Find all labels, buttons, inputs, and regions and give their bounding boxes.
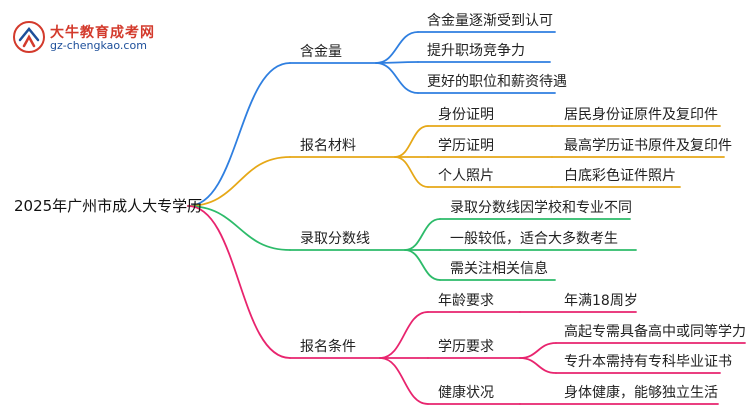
branch-baoming-tiaojian: 报名条件 <box>300 339 356 355</box>
leaf-hanjinliang-1: 含金量逐渐受到认可 <box>427 13 553 29</box>
connector-xueli-detail-2 <box>519 357 557 374</box>
connector-xueli-detail-1 <box>519 342 557 359</box>
connector-root-branch-1 <box>187 62 291 207</box>
detail-xueli-zhengming: 最高学历证书原件及复印件 <box>564 138 732 154</box>
connector-luqu-1 <box>404 218 441 251</box>
logo-url: gz-chengkao.com <box>50 39 147 52</box>
leaf-luqu-3: 需关注相关信息 <box>450 261 548 277</box>
connector-root-branch-4 <box>187 205 291 359</box>
connector-luqu-3 <box>404 249 441 281</box>
leaf-xueli-yaoqiu: 学历要求 <box>438 339 494 355</box>
branch-baoming-cailiao: 报名材料 <box>300 138 356 154</box>
connector-hanjinliang-1 <box>375 31 419 64</box>
connector-tiaojian-1 <box>379 311 429 359</box>
detail-xueli-zhuanshengben: 专升本需持有专科毕业证书 <box>564 354 732 370</box>
logo-mark-icon <box>13 21 45 53</box>
detail-nianling: 年满18周岁 <box>564 293 638 309</box>
connector-root-branch-2 <box>187 156 291 207</box>
leaf-luqu-2: 一般较低，适合大多数考生 <box>450 231 618 247</box>
leaf-xueli-zhengming: 学历证明 <box>438 138 494 154</box>
connector-cailiao-1 <box>394 125 429 158</box>
connector-hanjinliang-3 <box>375 62 419 94</box>
branch-hanjinliang: 含金量 <box>300 44 342 60</box>
leaf-luqu-1: 录取分数线因学校和专业不同 <box>450 200 632 216</box>
leaf-nianling-yaoqiu: 年龄要求 <box>438 293 494 309</box>
leaf-hanjinliang-3: 更好的职位和薪资待遇 <box>427 74 567 90</box>
leaf-geren-zhaopian: 个人照片 <box>438 168 494 184</box>
connector-root-branch-3 <box>187 205 291 251</box>
connector-tiaojian-3 <box>379 357 429 405</box>
branch-luqu-fenshuxian: 录取分数线 <box>300 231 370 247</box>
detail-xueli-gaoqizhuan: 高起专需具备高中或同等学力 <box>564 324 746 340</box>
detail-shenfen-zhengming: 居民身份证原件及复印件 <box>564 107 718 123</box>
leaf-jiankang-zhuangkuang: 健康状况 <box>438 385 494 401</box>
connector-cailiao-3 <box>394 156 429 188</box>
detail-geren-zhaopian: 白底彩色证件照片 <box>564 168 676 184</box>
leaf-hanjinliang-2: 提升职场竞争力 <box>427 43 525 59</box>
logo-title: 大牛教育成考网 <box>50 25 155 41</box>
connector-hanjinliang-2 <box>375 61 419 64</box>
root-node: 2025年广州市成人大专学历 <box>14 197 203 215</box>
leaf-shenfen-zhengming: 身份证明 <box>438 107 494 123</box>
detail-jiankang: 身体健康，能够独立生活 <box>564 385 718 401</box>
site-logo[interactable]: 大牛教育成考网 gz-chengkao.com <box>12 20 162 54</box>
